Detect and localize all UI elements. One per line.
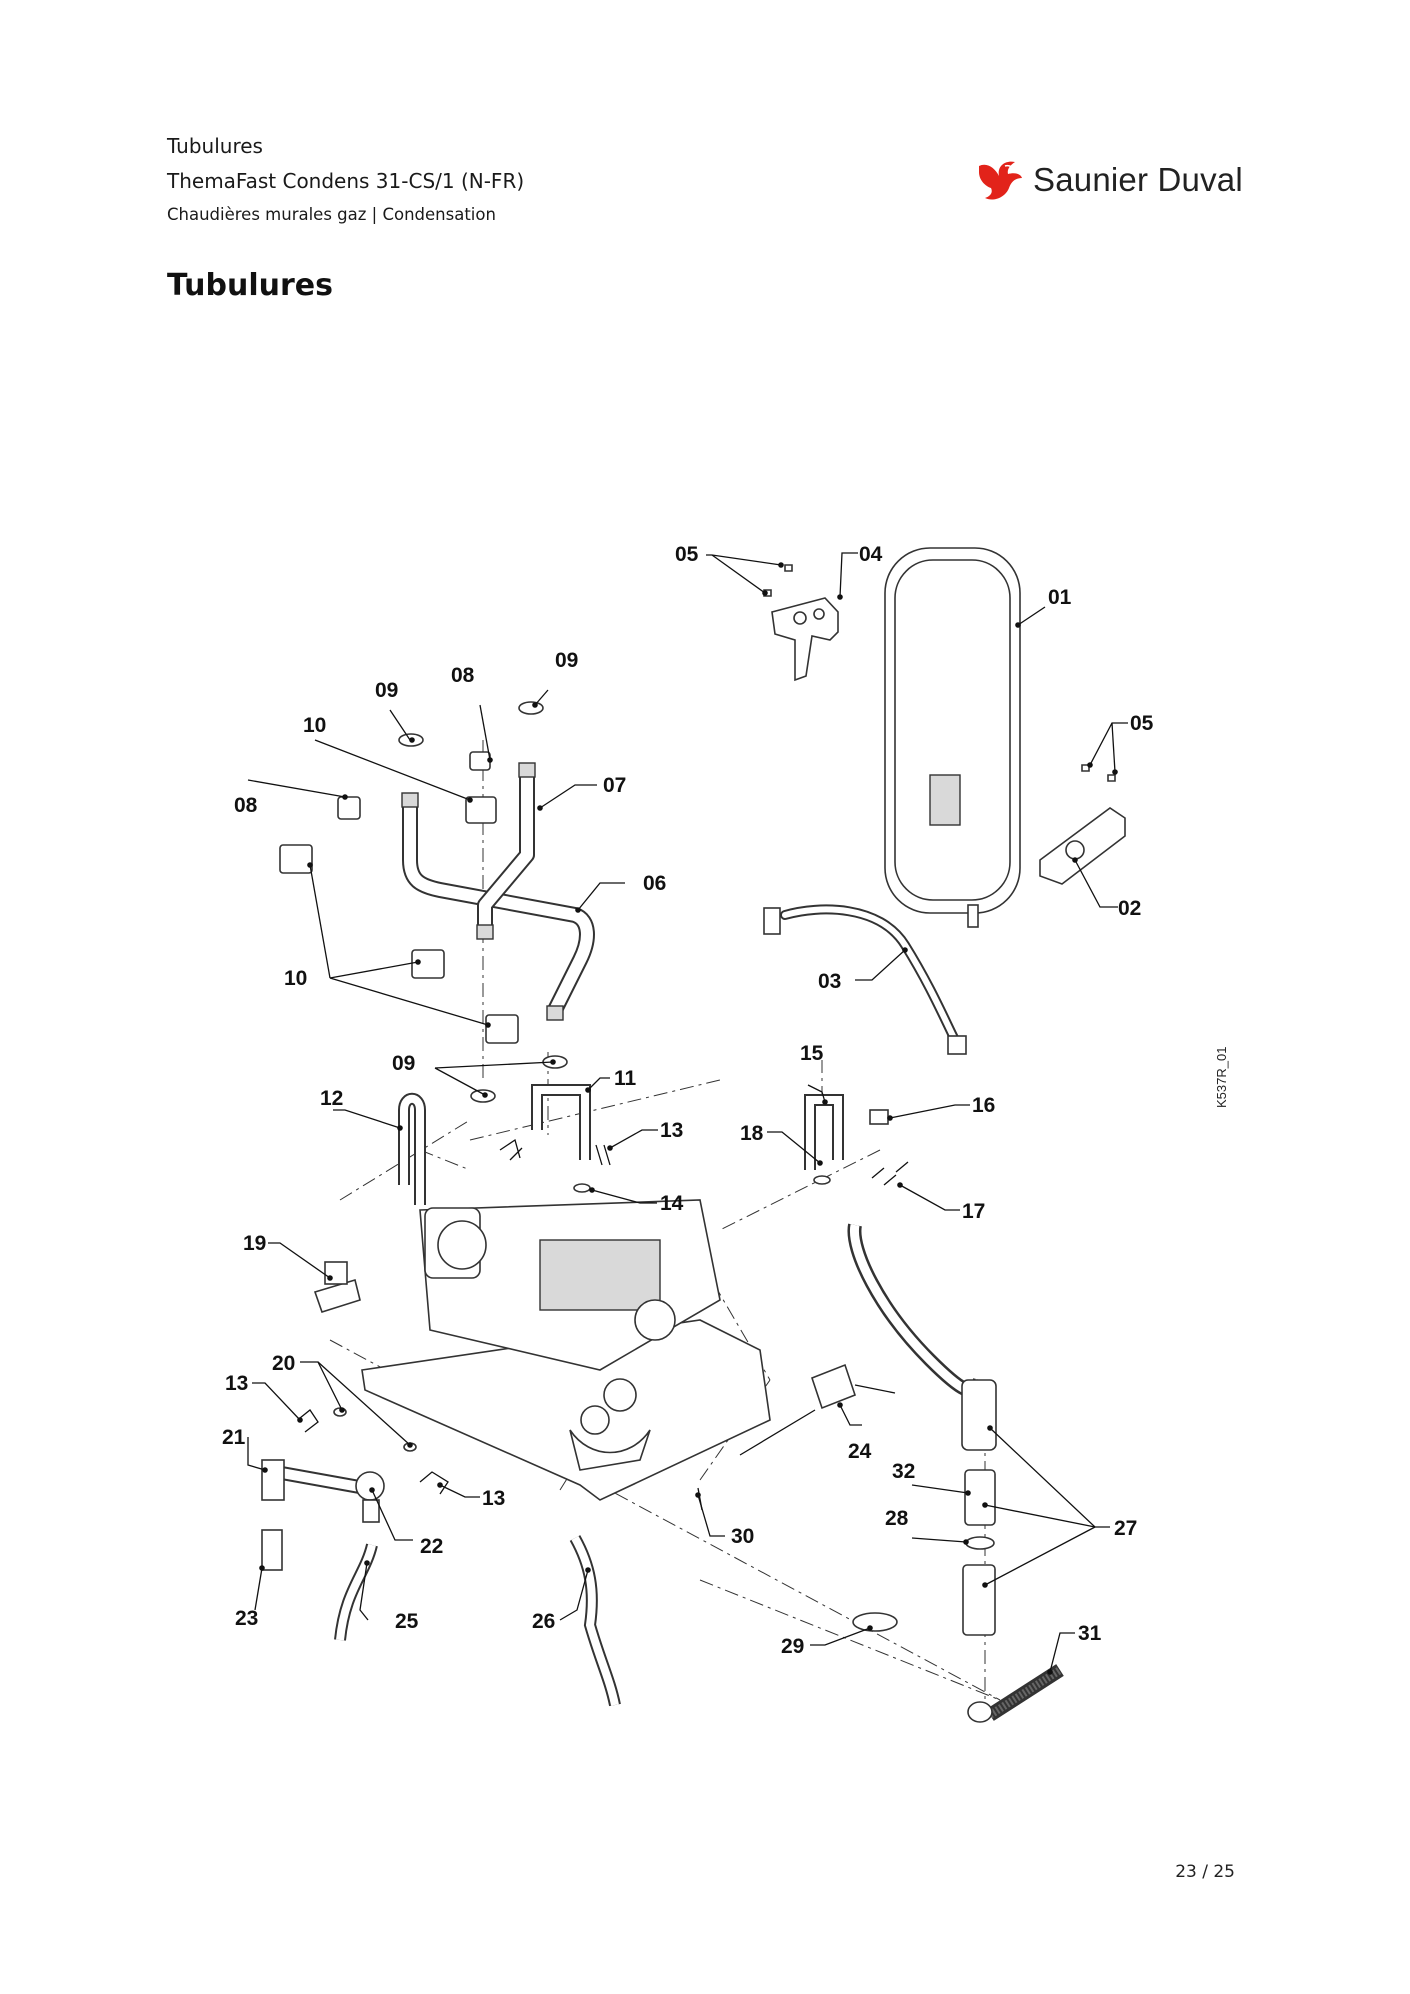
callout-label: 09 xyxy=(392,1052,415,1075)
part-25-26-hoses xyxy=(334,1535,621,1707)
callout-label: 25 xyxy=(395,1610,419,1633)
part-05-screws-top xyxy=(763,564,793,597)
brand-name: Saunier Duval xyxy=(1033,161,1243,198)
callout-label: 01 xyxy=(1048,586,1072,609)
callout-label: 26 xyxy=(532,1610,555,1633)
callout-leaders xyxy=(247,552,1128,1673)
callout-label: 11 xyxy=(614,1067,637,1090)
callout-label: 05 xyxy=(675,543,699,566)
callout-label: 28 xyxy=(885,1507,909,1530)
page-title: Tubulures xyxy=(167,268,333,303)
callout-label: 31 xyxy=(1078,1622,1102,1645)
callout-label: 06 xyxy=(643,872,666,895)
callout-label: 15 xyxy=(800,1042,824,1065)
part-04-top-bracket xyxy=(771,597,839,682)
callout-label: 18 xyxy=(740,1122,764,1145)
callout-label: 08 xyxy=(451,664,475,687)
part-03-hose xyxy=(763,904,967,1055)
callout-label: 03 xyxy=(818,970,841,993)
callout-label: 23 xyxy=(235,1607,258,1630)
callout-labels: 01 02 03 04 05 05 06 07 08 08 09 09 09 1… xyxy=(222,543,1154,1658)
part-06-07-pipes xyxy=(401,762,595,1021)
callout-dots xyxy=(259,562,1118,1675)
part-13-14-clips-seals xyxy=(299,1138,611,1495)
part-20-23-valve-group xyxy=(261,1407,417,1571)
callout-label: 24 xyxy=(848,1440,872,1463)
bird-logo-icon xyxy=(979,161,1022,200)
part-11-12-pipes xyxy=(398,1084,591,1205)
callout-label: 14 xyxy=(660,1192,684,1215)
callout-label: 22 xyxy=(420,1535,443,1558)
callout-label: 21 xyxy=(222,1426,246,1449)
callout-label: 04 xyxy=(859,543,883,566)
header-category: Chaudières murales gaz | Condensation xyxy=(167,205,496,224)
header-product-name: ThemaFast Condens 31-CS/1 (N-FR) xyxy=(167,169,525,193)
callout-label: 29 xyxy=(781,1635,804,1658)
callout-label: 13 xyxy=(482,1487,505,1510)
part-19-bracket xyxy=(313,1261,361,1313)
drawing-reference: K537R_01 xyxy=(1214,1047,1229,1108)
part-29-31-drain xyxy=(697,1487,1064,1723)
callout-label: 16 xyxy=(972,1094,995,1117)
callout-label: 05 xyxy=(1130,712,1154,735)
callout-label: 17 xyxy=(962,1200,985,1223)
callout-label: 20 xyxy=(272,1352,295,1375)
boiler-hydraulic-block xyxy=(361,1199,771,1501)
part-01-expansion-vessel xyxy=(884,547,1021,928)
brand-logo: Saunier Duval xyxy=(975,158,1243,202)
callout-label: 10 xyxy=(284,967,307,990)
callout-label: 08 xyxy=(234,794,258,817)
callout-label: 30 xyxy=(731,1525,754,1548)
callout-label: 09 xyxy=(375,679,398,702)
callout-label: 10 xyxy=(303,714,326,737)
callout-label: 13 xyxy=(225,1372,248,1395)
callout-label: 19 xyxy=(243,1232,266,1255)
callout-label: 09 xyxy=(555,649,578,672)
callout-label: 07 xyxy=(603,774,626,797)
callout-label: 32 xyxy=(892,1460,915,1483)
callout-label: 27 xyxy=(1114,1517,1137,1540)
part-15-18-fittings xyxy=(804,1094,909,1186)
part-24-sensor xyxy=(739,1363,896,1456)
callout-label: 02 xyxy=(1118,897,1141,920)
callout-label: 13 xyxy=(660,1119,683,1142)
part-27-siphon xyxy=(847,1223,997,1636)
callout-label: 12 xyxy=(320,1087,343,1110)
page-number: 23 / 25 xyxy=(1175,1862,1235,1882)
header-section-title: Tubulures xyxy=(167,134,263,158)
part-02-lower-bracket xyxy=(1039,764,1126,885)
part-08-10-clips xyxy=(279,751,519,1044)
